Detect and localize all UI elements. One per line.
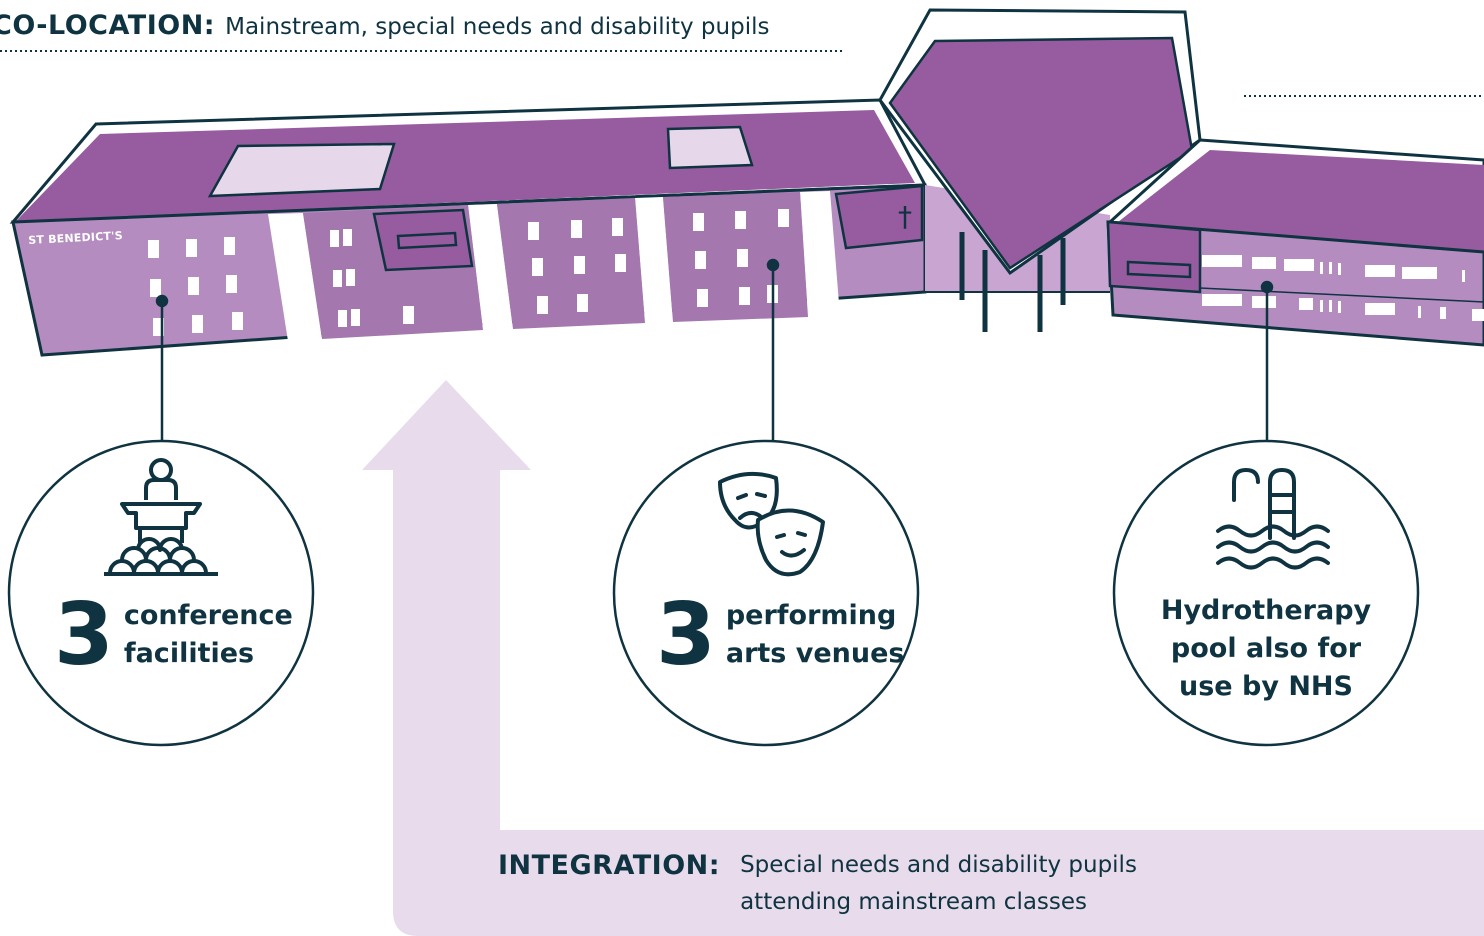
integration-label: INTEGRATION: Special needs and disabilit…	[498, 850, 1137, 921]
stat-number: 3	[656, 585, 716, 685]
right-wing	[1106, 138, 1484, 347]
co-location-text: Mainstream, special needs and disability…	[225, 14, 770, 40]
stat-circle-conference	[7, 439, 315, 747]
stat-circle-arts	[612, 439, 920, 747]
swimming-pool-icon	[1216, 467, 1330, 570]
integration-arrow	[362, 380, 1484, 936]
main-building	[9, 98, 928, 357]
chapel-cross: †	[898, 200, 912, 233]
central-hall	[878, 8, 1202, 332]
stat-text: performing arts venues	[725, 600, 905, 669]
stat-conference: 3 conference facilities	[54, 592, 293, 678]
stat-circle-pool	[1112, 439, 1420, 747]
integration-text: Special needs and disability pupils atte…	[740, 852, 1137, 915]
connectors	[155, 258, 1274, 440]
co-location-key: CO-LOCATION:	[0, 10, 216, 41]
stat-arts: 3 performing arts venues	[656, 592, 905, 678]
theatre-masks-icon	[718, 471, 825, 577]
co-location-header: CO-LOCATION: Mainstream, special needs an…	[0, 10, 769, 41]
stat-text: conference facilities	[123, 600, 293, 669]
stat-pool-text: Hydrotherapy pool also for use by NHS	[1160, 595, 1372, 702]
conference-podium-icon	[104, 458, 218, 576]
stat-number: 3	[54, 585, 114, 685]
integration-key: INTEGRATION:	[498, 850, 721, 881]
